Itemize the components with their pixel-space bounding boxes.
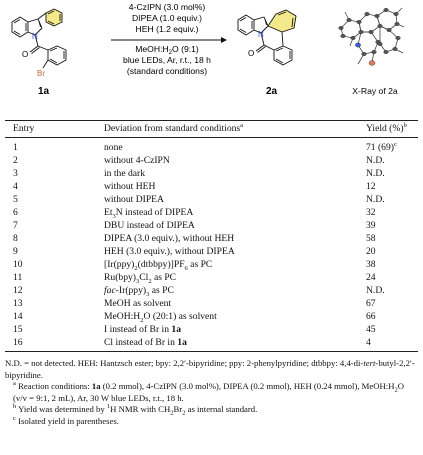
- atom-br-1a: Br: [37, 69, 45, 78]
- label-xray: X-Ray of 2a: [352, 86, 398, 96]
- table-top-rule: [5, 120, 418, 121]
- table-row: 12 fac-Ir(ppy)3 as PC N.D.: [13, 285, 385, 298]
- molecule-1a: [11, 8, 67, 69]
- table-body: 1 none 71 (69)c 2 without 4-CzIPN N.D. 3…: [5, 138, 418, 351]
- table-row: 14 MeOH:H2O (20:1) as solvent 66: [13, 311, 376, 324]
- table-row: 3 in the dark N.D.: [13, 168, 385, 179]
- table-row: 15 I instead of Br in 1a 45: [13, 324, 376, 335]
- table-row: 4 without HEH 12: [13, 181, 376, 192]
- footnote-b: b Yield was determined by 1H NMR with CH…: [13, 403, 258, 418]
- table-row: 16 Cl instead of Br in 1a 4: [13, 337, 371, 348]
- atom-n-1a: N: [32, 32, 38, 41]
- table-footnotes: N.D. = not detected. HEH: Hantzsch ester…: [5, 358, 418, 428]
- header-entry: Entry: [13, 123, 35, 134]
- header-yield: Yield (%)b: [366, 121, 407, 134]
- condition-solvent: MeOH:H2O (9:1): [135, 44, 199, 56]
- footnote-abbreviations: N.D. = not detected. HEH: Hantzsch ester…: [5, 358, 415, 380]
- table-header: Entry Deviation from standard conditions…: [5, 121, 418, 137]
- reaction-scheme: N O Br N O 1a 2a X-Ray of 2a 4-CzIPN (3.…: [11, 2, 405, 97]
- atom-n-2a: N: [258, 30, 264, 39]
- table-row: 11 Ru(bpy)3Cl2 as PC 24: [13, 272, 376, 285]
- condition-light: blue LEDs, Ar, r.t., 18 h: [123, 55, 211, 65]
- xray-nitrogen-atom: [355, 42, 361, 48]
- table-row: 8 DIPEA (3.0 equiv.), without HEH 58: [13, 233, 376, 244]
- table-row: 7 DBU instead of DIPEA 39: [13, 220, 376, 231]
- table-row: 13 MeOH as solvent 67: [13, 298, 376, 309]
- molecule-2a: [237, 9, 297, 66]
- table-header-rule: [5, 137, 418, 138]
- footnote-c: c Isolated yield in parentheses.: [13, 415, 119, 426]
- table-row: 2 without 4-CzIPN N.D.: [13, 155, 385, 166]
- label-2a: 2a: [266, 86, 278, 97]
- condition-standard: (standard conditions): [127, 66, 207, 76]
- condition-reductant: HEH (1.2 equiv.): [136, 24, 199, 34]
- condition-base: DIPEA (1.0 equiv.): [132, 13, 202, 23]
- xray-atoms: [338, 7, 401, 57]
- table-row: 6 Et3N instead of DIPEA 32: [13, 207, 376, 220]
- footnote-a: a Reaction conditions: 1a (0.2 mmol), 4-…: [13, 380, 405, 403]
- table-row: 9 HEH (3.0 equiv.), without DIPEA 20: [13, 246, 376, 257]
- xray-structure: [340, 7, 405, 65]
- xray-oxygen-atom: [368, 60, 376, 66]
- header-deviation: Deviation from standard conditionsa: [104, 121, 244, 134]
- table-bottom-rule: [5, 351, 418, 352]
- atom-o-2a: O: [248, 49, 254, 58]
- atom-o-1a: O: [22, 50, 28, 59]
- condition-catalyst: 4-CzIPN (3.0 mol%): [129, 2, 206, 12]
- table-row: 1 none 71 (69)c: [13, 140, 397, 153]
- table-row: 10 [Ir(ppy)2(dtbbpy)]PF6 as PC 38: [13, 259, 376, 272]
- optimization-table: Entry Deviation from standard conditions…: [5, 120, 418, 352]
- table-row: 5 without DIPEA N.D.: [13, 194, 385, 205]
- label-1a: 1a: [38, 86, 50, 97]
